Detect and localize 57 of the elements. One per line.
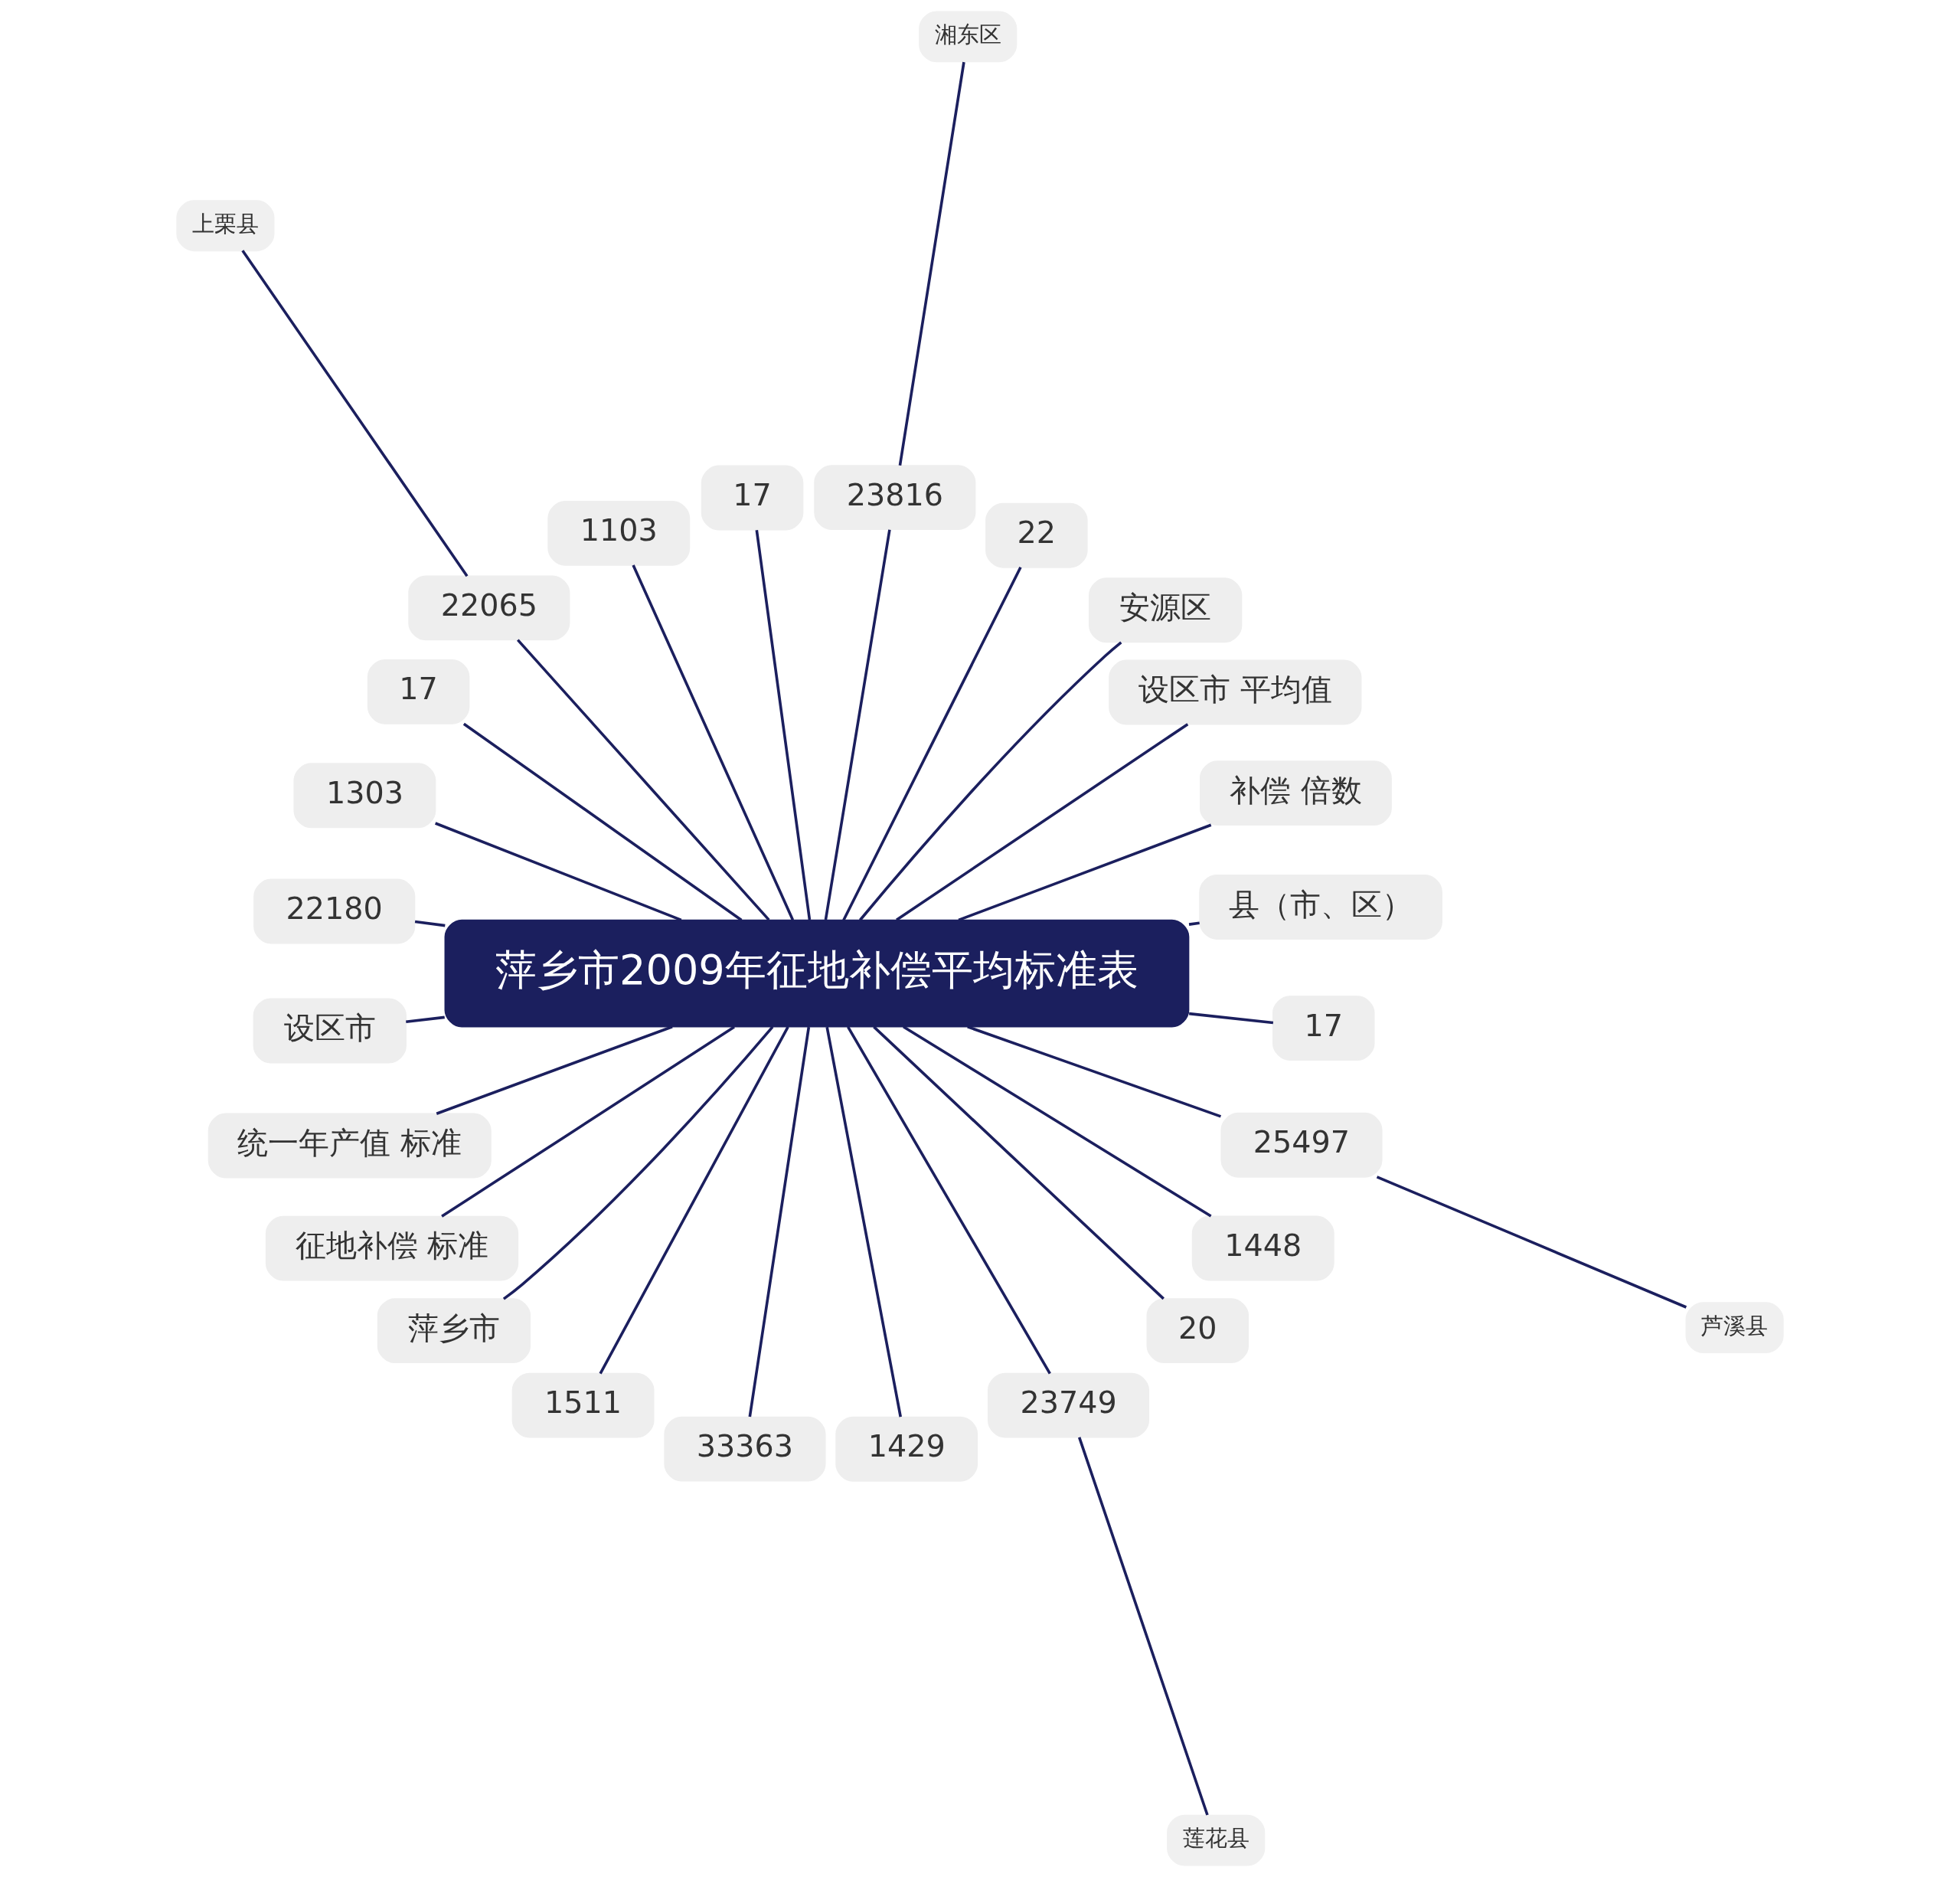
connector [748, 1026, 811, 1418]
connector [1077, 1437, 1209, 1816]
connector [632, 564, 795, 921]
connector [873, 1025, 1165, 1300]
node-box: 17 [367, 659, 470, 724]
connector [903, 1025, 1212, 1218]
connector [967, 1025, 1222, 1118]
node-box: 22 [985, 502, 1088, 568]
connector [1188, 1012, 1274, 1025]
node-box: 上栗县 [176, 200, 275, 252]
node-box: 25497 [1220, 1112, 1383, 1178]
connector [516, 639, 770, 921]
connector [1376, 1176, 1687, 1309]
connector [755, 529, 812, 921]
connector [414, 920, 446, 927]
node-box: 征地补偿 标准 [265, 1215, 519, 1281]
connector [406, 1015, 445, 1024]
node-box: 1103 [547, 500, 691, 566]
node-box: 莲花县 [1167, 1814, 1266, 1866]
node-box: 1448 [1191, 1215, 1334, 1281]
connector [842, 567, 1022, 921]
node-box: 20 [1146, 1298, 1250, 1364]
node-box: 萍乡市 [377, 1298, 531, 1364]
connector [958, 823, 1212, 922]
node-box: 22180 [253, 878, 416, 944]
node-box: 统一年产值 标准 [207, 1113, 492, 1179]
node-box: 17 [701, 465, 804, 531]
connector [825, 1026, 902, 1418]
connector [436, 1025, 673, 1115]
node-box: 补偿 倍数 [1199, 760, 1392, 826]
connector [824, 529, 891, 921]
node-box: 33363 [664, 1416, 826, 1482]
node-box: 萍乡市2009年征地补偿平均标准表 [444, 919, 1190, 1028]
connector [241, 250, 469, 577]
connector [599, 1025, 789, 1375]
node-box: 安源区 [1089, 577, 1243, 643]
node-box: 23816 [814, 465, 976, 530]
connector [858, 641, 1122, 921]
node-box: 1303 [293, 763, 436, 829]
node-box: 湘东区 [919, 11, 1018, 63]
node-box: 1511 [511, 1372, 655, 1438]
node-box: 1429 [835, 1416, 978, 1482]
node-box: 17 [1272, 996, 1375, 1061]
connector [462, 722, 743, 921]
node-box: 22065 [408, 575, 570, 641]
connector [502, 1025, 774, 1300]
node-box: 设区市 [253, 998, 407, 1064]
node-box: 县（市、区） [1199, 875, 1442, 940]
node-box: 芦溪县 [1685, 1302, 1784, 1354]
node-box: 设区市 平均值 [1109, 659, 1362, 725]
connector [1188, 921, 1200, 926]
node-box: 23749 [987, 1372, 1150, 1438]
connector [898, 61, 965, 466]
connector [896, 723, 1189, 921]
connector [434, 822, 682, 922]
connector [847, 1025, 1051, 1375]
connector [441, 1025, 735, 1218]
